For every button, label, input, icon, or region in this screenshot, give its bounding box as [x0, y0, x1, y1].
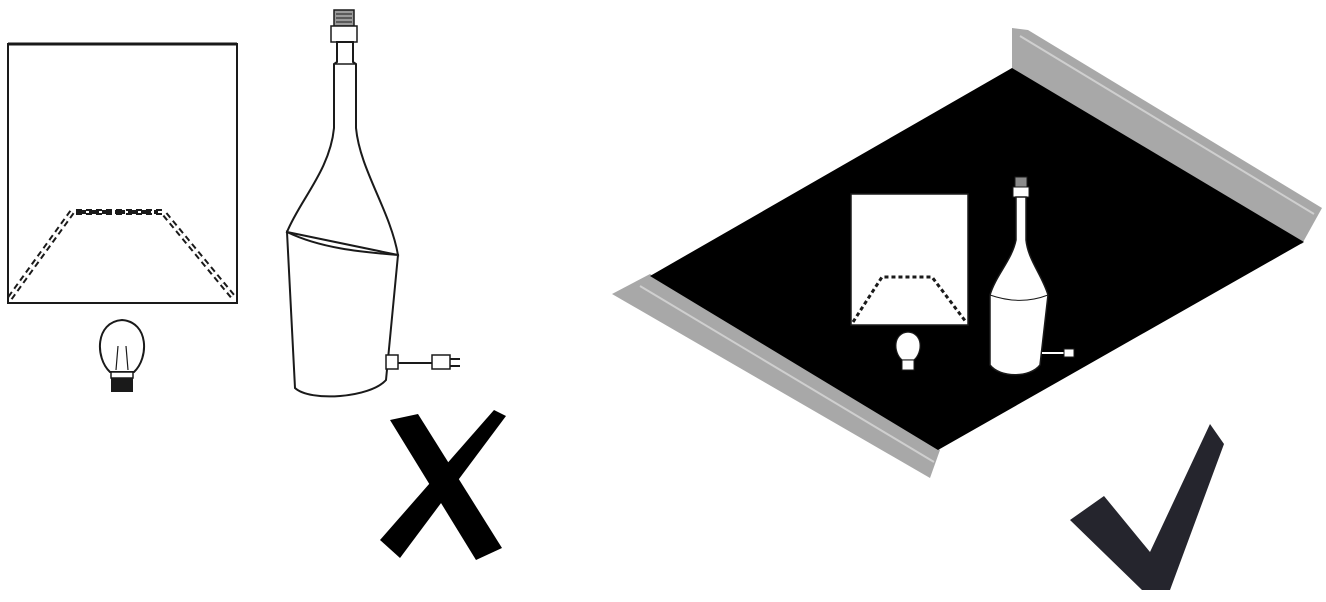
lamp-shade-illustration: [8, 44, 237, 303]
left-panel-incorrect: [8, 10, 506, 560]
lamp-base-illustration: [287, 10, 460, 396]
lamp-shade-small-illustration: [851, 194, 968, 325]
power-cord-icon: [386, 355, 460, 369]
right-panel-correct: [612, 28, 1322, 590]
light-bulb-icon: [100, 320, 144, 392]
checkmark-icon: [1070, 424, 1224, 590]
cross-icon: [380, 410, 506, 560]
